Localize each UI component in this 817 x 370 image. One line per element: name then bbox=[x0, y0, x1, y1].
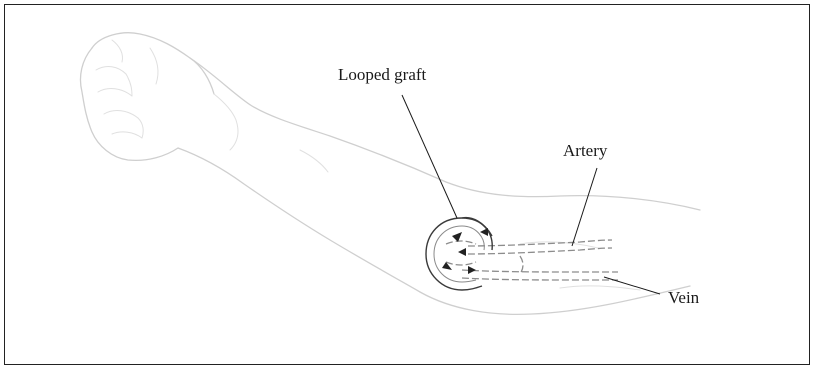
vein-leader-line bbox=[604, 277, 660, 294]
fist-illustration bbox=[80, 33, 214, 161]
flow-arrow-icon bbox=[458, 248, 466, 256]
flow-arrow-icon bbox=[468, 266, 476, 274]
vein-label: Vein bbox=[668, 288, 700, 307]
graft-leader-line bbox=[402, 95, 457, 218]
flow-arrows bbox=[442, 228, 488, 274]
graft-label: Looped graft bbox=[338, 65, 427, 84]
artery-label: Artery bbox=[563, 141, 608, 160]
artery-leader-line bbox=[572, 168, 597, 246]
flow-arrow-icon bbox=[480, 228, 488, 236]
vein-vessel bbox=[462, 256, 618, 280]
forearm-illustration bbox=[178, 58, 700, 314]
